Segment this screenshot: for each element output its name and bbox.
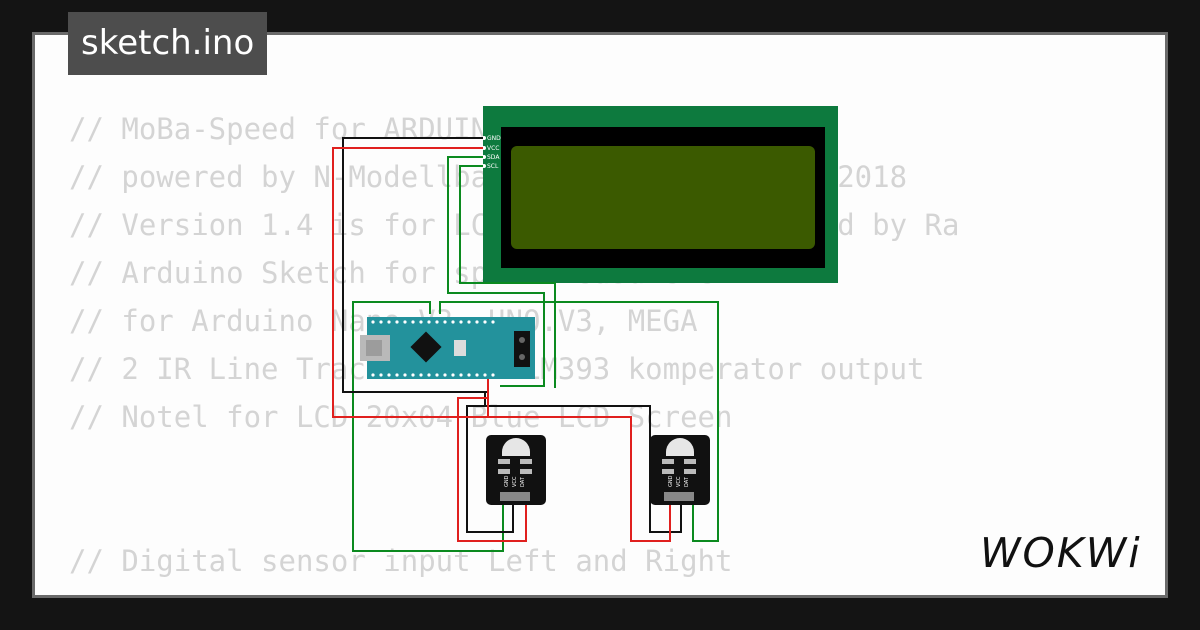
lcd-display[interactable]: GND VCC SDA SCL <box>482 106 838 283</box>
lcd-pin-label: VCC <box>487 145 499 152</box>
wires <box>332 137 719 552</box>
wire-red <box>457 397 527 542</box>
wire-black <box>485 405 682 533</box>
sensor-pin-label: VCC <box>512 476 518 487</box>
wire-green <box>447 156 545 387</box>
sensor-pin-label: DAT <box>684 476 690 487</box>
nano-pins-top <box>371 320 495 324</box>
lcd-pin-label: GND <box>487 135 501 142</box>
ir-sensor-right[interactable]: GND VCC DAT <box>650 435 710 505</box>
lcd-pin-label: SCL <box>487 163 499 170</box>
sensor-pin-label: GND <box>504 475 510 487</box>
wire-green <box>439 301 719 542</box>
code-line: // Digital sensor input Left and Right <box>69 544 733 578</box>
sensor-pin-label: DAT <box>520 476 526 487</box>
code-line: // MoBa-Speed for ARDUINO <box>69 112 506 146</box>
arduino-nano[interactable] <box>360 317 535 379</box>
ir-sensor-left[interactable]: GND VCC DAT <box>486 435 546 505</box>
file-tab[interactable]: sketch.ino <box>68 12 268 75</box>
lcd-pin-label: SDA <box>487 154 500 161</box>
wire-green <box>352 301 504 552</box>
wire-green <box>459 165 556 388</box>
sensor-pin-label: GND <box>668 475 674 487</box>
wokwi-logo: WOKWi <box>980 529 1142 576</box>
wire-black <box>466 391 514 533</box>
brand-name: WOKWi <box>980 529 1142 576</box>
code-line: #define SENSOR_L 7 <box>69 585 959 595</box>
wire-red <box>488 416 671 542</box>
wire-red <box>332 147 489 418</box>
sensor-pin-label: VCC <box>676 476 682 487</box>
nano-pins-bottom <box>371 373 495 377</box>
